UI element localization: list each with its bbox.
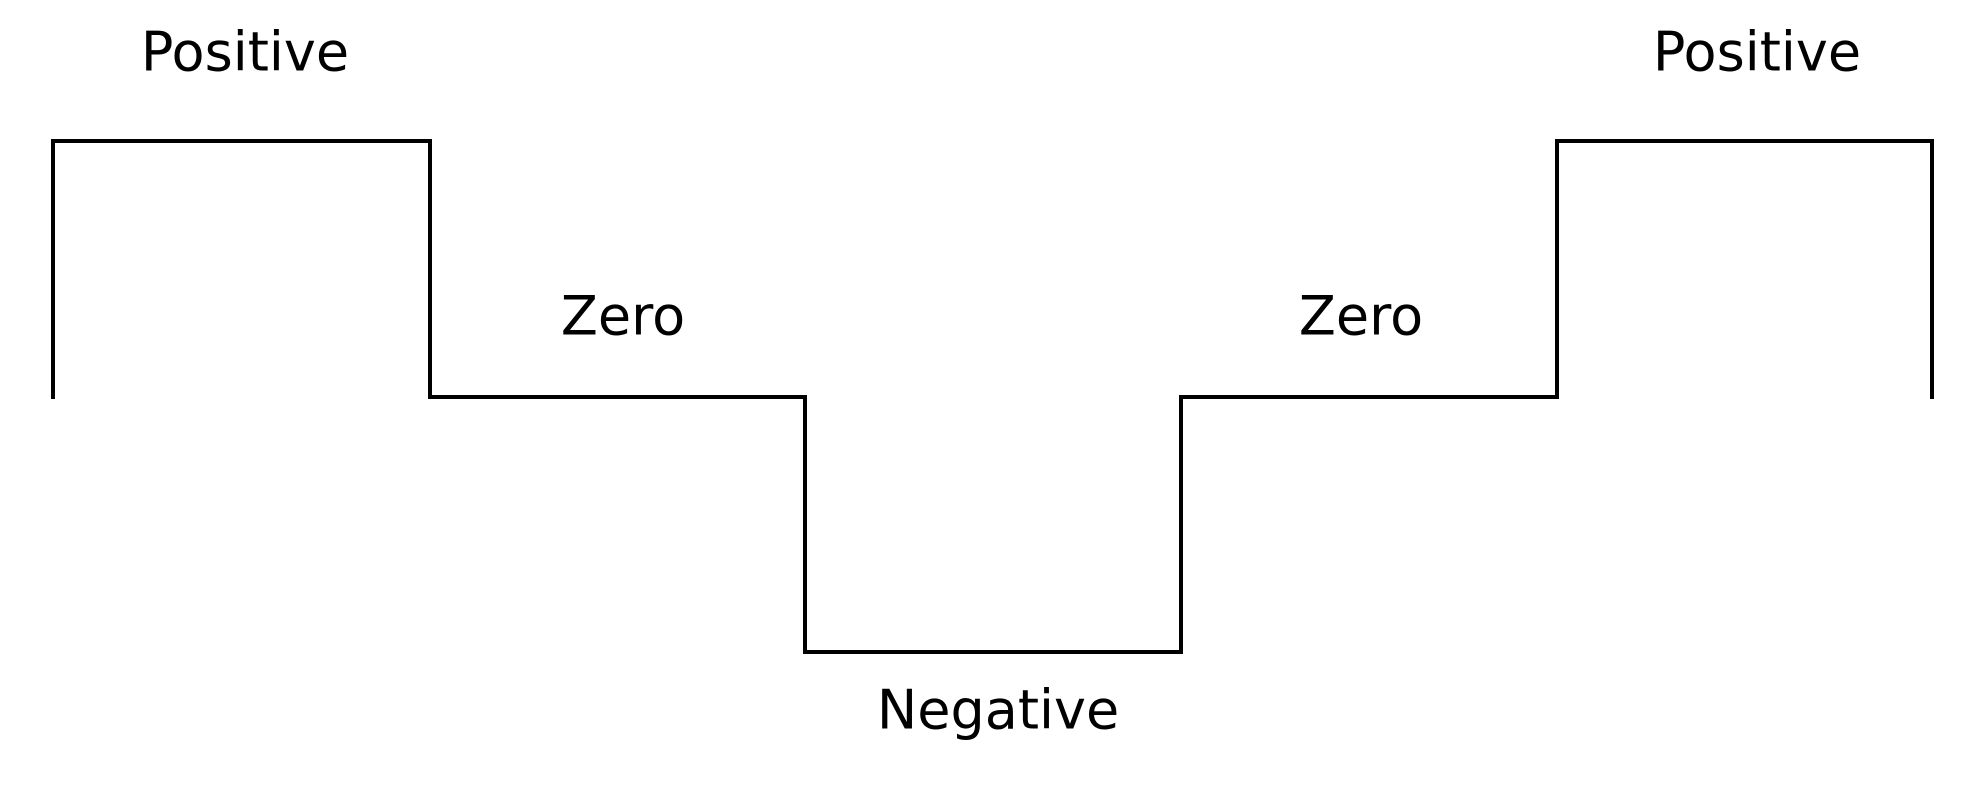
label-negative: Negative — [877, 679, 1119, 742]
label-zero-right: Zero — [1299, 285, 1423, 348]
step-waveform-line — [51, 139, 1934, 654]
label-positive-right: Positive — [1653, 21, 1861, 84]
label-zero-left: Zero — [561, 285, 685, 348]
label-positive-left: Positive — [141, 21, 349, 84]
